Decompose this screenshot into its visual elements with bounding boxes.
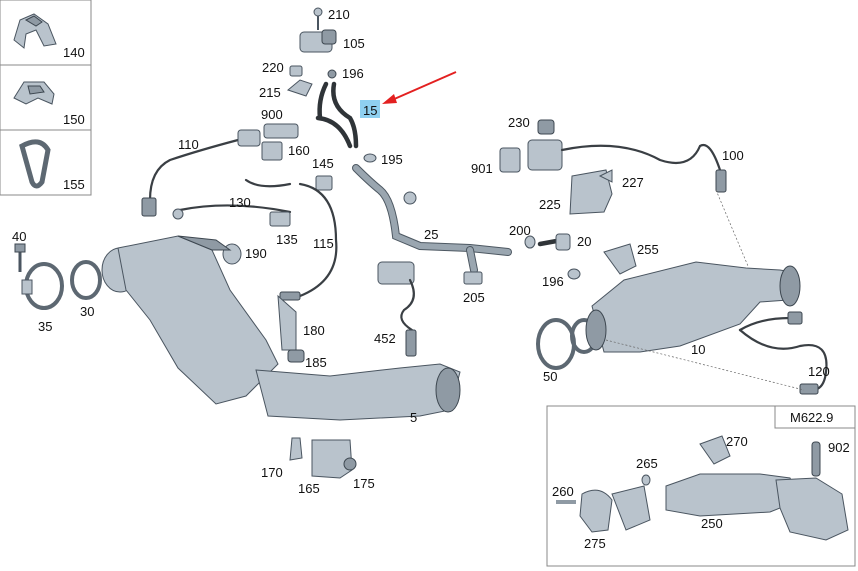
callout-902: 902 <box>828 440 850 455</box>
particulate-filter-right[interactable] <box>536 261 828 395</box>
thumbnail-panel-150[interactable]: 150 <box>0 64 92 131</box>
callout-135: 135 <box>276 232 298 247</box>
callout-220: 220 <box>262 60 284 75</box>
thumb-label-140: 140 <box>63 45 85 60</box>
callout-15[interactable]: 15 <box>363 103 377 118</box>
thumb-label-155: 155 <box>63 177 85 192</box>
callout-901: 901 <box>471 161 493 176</box>
callout-30: 30 <box>80 304 94 319</box>
callout-215: 215 <box>259 85 281 100</box>
callout-190: 190 <box>245 246 267 261</box>
bolt-40[interactable] <box>14 243 26 272</box>
callout-260: 260 <box>552 484 574 499</box>
callout-25: 25 <box>424 227 438 242</box>
clip-135-145[interactable] <box>269 175 338 301</box>
callout-452: 452 <box>374 331 396 346</box>
red-arrow-icon <box>382 71 457 104</box>
thumbnail-panel-140[interactable]: 140 <box>0 0 92 66</box>
callout-205: 205 <box>463 290 485 305</box>
nox-sensor-230-901[interactable] <box>499 119 727 193</box>
gasket-30[interactable] <box>70 260 102 300</box>
highlight-callout-15 <box>360 100 380 118</box>
callout-196a: 196 <box>342 66 364 81</box>
pipe-25[interactable] <box>352 164 512 285</box>
bracket-255[interactable] <box>603 243 637 275</box>
callout-225: 225 <box>539 197 561 212</box>
callout-210: 210 <box>328 7 350 22</box>
callout-130: 130 <box>229 195 251 210</box>
callout-265: 265 <box>636 456 658 471</box>
callout-250: 250 <box>701 516 723 531</box>
sensor-452[interactable] <box>377 261 417 357</box>
callout-275: 275 <box>584 536 606 551</box>
clamp-35[interactable] <box>21 262 64 310</box>
callout-40: 40 <box>12 229 26 244</box>
pressure-sensor-group[interactable] <box>286 7 380 163</box>
particulate-filter-left[interactable] <box>101 235 461 421</box>
callout-227: 227 <box>622 175 644 190</box>
temperature-sensor-110[interactable] <box>141 129 261 217</box>
callout-230: 230 <box>508 115 530 130</box>
bracket-225-227[interactable] <box>569 169 613 215</box>
callout-145: 145 <box>312 156 334 171</box>
callout-196b: 196 <box>542 274 564 289</box>
callout-175: 175 <box>353 476 375 491</box>
callout-120: 120 <box>808 364 830 379</box>
inset-label: M622.9 <box>790 410 833 425</box>
connector-900[interactable] <box>261 123 299 161</box>
callout-105: 105 <box>343 36 365 51</box>
callout-165: 165 <box>298 481 320 496</box>
sensor-200-20[interactable] <box>524 233 581 280</box>
callout-35: 35 <box>38 319 52 334</box>
thumb-label-150: 150 <box>63 112 85 127</box>
leader-lines <box>605 189 805 391</box>
callout-115: 115 <box>313 236 334 251</box>
thumbnail-panel-155[interactable]: 155 <box>0 129 92 196</box>
callout-185: 185 <box>305 355 327 370</box>
callout-50: 50 <box>543 369 557 384</box>
inset-m622-9[interactable]: M622.9 <box>546 405 856 567</box>
callout-170: 170 <box>261 465 283 480</box>
callout-200: 200 <box>509 223 531 238</box>
callout-195: 195 <box>381 152 403 167</box>
callout-270: 270 <box>726 434 748 449</box>
callout-5: 5 <box>410 410 417 425</box>
callout-180: 180 <box>303 323 325 338</box>
callout-900: 900 <box>261 107 283 122</box>
callout-100: 100 <box>722 148 744 163</box>
callout-20: 20 <box>577 234 591 249</box>
sensor-130[interactable] <box>172 178 292 220</box>
callout-110: 110 <box>178 137 199 152</box>
callout-10: 10 <box>691 342 705 357</box>
brackets-165-170-175[interactable] <box>289 437 357 479</box>
callout-255: 255 <box>637 242 659 257</box>
callout-labels: 210 105 220 196 215 15 900 110 160 145 1… <box>12 7 850 551</box>
callout-160: 160 <box>288 143 310 158</box>
